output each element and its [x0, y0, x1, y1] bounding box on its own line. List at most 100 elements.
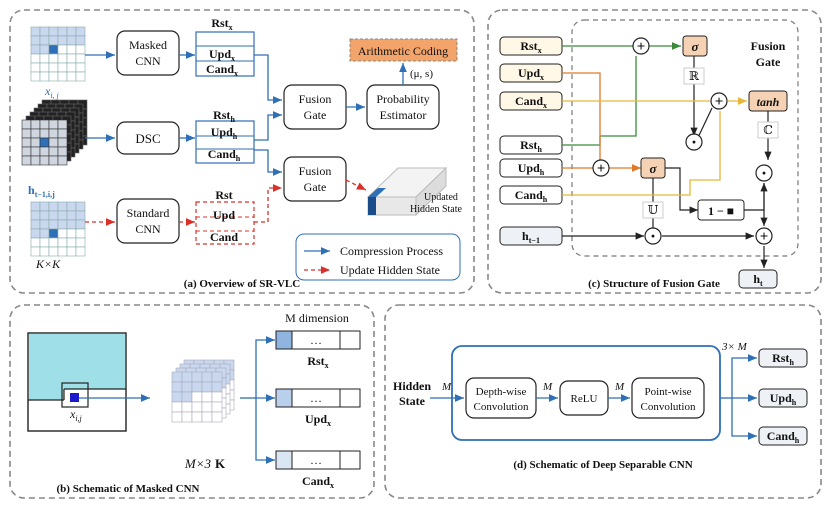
C-label: ℂ	[763, 123, 773, 137]
cube-cell	[48, 137, 59, 148]
stack-cell	[201, 371, 213, 383]
gate-h-cand: Candh	[208, 147, 241, 163]
stack-cell	[191, 371, 203, 383]
kernel-grid-cell	[30, 237, 41, 248]
cube-cell	[57, 119, 68, 130]
dsc-output-box-0	[758, 348, 808, 368]
stack-cell	[211, 371, 223, 383]
pointwise-label-1: Point-wise	[644, 386, 691, 398]
masked-row-first-2	[275, 450, 293, 470]
kernel-stack	[171, 359, 235, 423]
gate-plain-rst: Rst	[215, 188, 232, 202]
gates-h-box	[195, 120, 255, 164]
pointwise-conv	[631, 377, 705, 419]
add-op-1	[710, 92, 728, 110]
input-label: xi, j	[44, 84, 60, 100]
masked-output-label-2: Candx	[302, 474, 334, 490]
one-minus-box	[697, 199, 745, 221]
context-region	[29, 334, 125, 389]
input-grid-cell	[66, 26, 77, 37]
panel-a: xi, j ht−1,i,j K×K Masked CNN Rstx Updx …	[9, 9, 475, 294]
stack-cell	[171, 401, 183, 413]
masked-cnn-box	[116, 30, 180, 76]
prob-estimator-label-1: Probability	[376, 92, 429, 106]
gates-x-box	[195, 31, 255, 77]
gate-h-rst: Rsth	[213, 108, 235, 124]
hidden-state-label-2: State	[399, 394, 426, 408]
input-grid-cell	[57, 71, 68, 82]
input-grid-cell	[75, 26, 86, 37]
input-grid-cell	[39, 71, 50, 82]
gate-plain-cand: Cand	[210, 230, 238, 244]
input-grid-cell	[48, 26, 59, 37]
input-grid-cell	[66, 71, 77, 82]
sigma-label-2: σ	[649, 161, 657, 176]
input-grid	[30, 26, 86, 82]
dsc-output-box-2	[758, 426, 808, 446]
dsc-output-box-1	[758, 388, 808, 408]
mul-op-3	[685, 133, 703, 151]
current-pixel	[70, 393, 79, 402]
tanh-label: tanh	[757, 95, 780, 109]
cube-cell	[39, 119, 50, 130]
one-minus-label: 1 − ■	[708, 204, 734, 218]
pointwise-label-2: Convolution	[640, 401, 696, 413]
masked-cnn-label-1: Masked	[129, 38, 167, 52]
input-grid-cell	[48, 35, 59, 46]
stack-cell	[201, 401, 213, 413]
gate-x-upd: Updx	[209, 47, 235, 63]
kernel-grid-cell	[48, 246, 59, 257]
kernel-grid-cell	[39, 228, 50, 239]
input-grid-cell	[66, 53, 77, 64]
kernel-grid-cell	[75, 237, 86, 248]
kernel-grid-cell	[75, 228, 86, 239]
input-grid-cell	[66, 44, 77, 55]
mu-s-label: (μ, s)	[410, 68, 433, 80]
input-grid-cell	[75, 62, 86, 73]
cube-cell	[21, 155, 32, 166]
add-op-label-0: +	[637, 39, 646, 55]
add-op-0	[632, 37, 650, 55]
cube-cell	[57, 128, 68, 139]
input-grid-cell	[75, 44, 86, 55]
kernel-grid-cell	[30, 246, 41, 257]
fusion-gate-1-label-1: Fusion	[299, 92, 332, 106]
cube-cell	[57, 146, 68, 157]
kernel-grid-cell	[39, 219, 50, 230]
h-out-label: ht	[753, 272, 763, 288]
stack-cell	[191, 401, 203, 413]
kernel-grid-cell	[57, 237, 68, 248]
mul-op-4	[755, 164, 773, 182]
gate-plain-upd: Upd	[213, 208, 235, 222]
kernel-grid-cell	[66, 201, 77, 212]
m-dimension-label: M dimension	[285, 311, 349, 325]
dsc-output-label-2: Candh	[767, 429, 800, 445]
input-grid-cell	[48, 62, 59, 73]
kernel-grid-cell	[66, 228, 77, 239]
panel-d: Hidden State M Depth-wise Convolution M …	[384, 304, 822, 499]
fusion-gate-title-2: Gate	[756, 55, 781, 69]
stack-cell	[171, 371, 183, 383]
stack-cell	[191, 391, 203, 403]
standard-cnn-label-2: CNN	[135, 222, 161, 236]
masked-row-dots-0: …	[310, 333, 322, 347]
cube-cell	[30, 155, 41, 166]
C-box	[757, 121, 779, 139]
mask-window	[61, 382, 89, 408]
add-op-2	[592, 159, 610, 177]
stack-cell	[201, 381, 213, 393]
three-m-label: 3× M	[721, 341, 748, 353]
kernel-grid-cell	[48, 228, 59, 239]
stack-cell	[191, 381, 203, 393]
tanh-box	[748, 90, 788, 112]
input-grid-cell	[30, 53, 41, 64]
cube-cell	[21, 128, 32, 139]
standard-cnn-label-1: Standard	[127, 206, 170, 220]
hidden-state-label-1: Hidden	[393, 379, 431, 393]
m-label-2: M	[542, 381, 553, 393]
input-grid-cell	[39, 35, 50, 46]
input-grid-cell	[39, 44, 50, 55]
fg-input-label-2: Candx	[515, 94, 547, 110]
stack-cell	[181, 381, 193, 393]
